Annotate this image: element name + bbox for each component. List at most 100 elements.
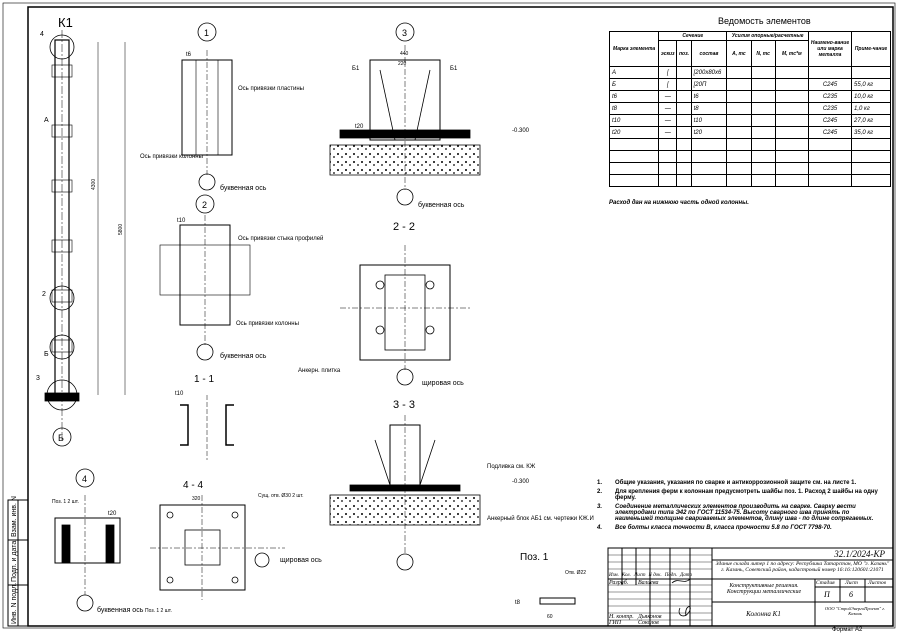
cell-material <box>808 150 852 163</box>
note-item: 4.Все болты класса точности В, класса пр… <box>597 525 887 531</box>
axis-joint-label: Ось привязки стыка профилей <box>238 235 323 242</box>
cell-material: С245 <box>808 126 852 139</box>
gip-label: ГИП <box>609 620 622 626</box>
cell-mark <box>608 162 660 175</box>
cell-note: 1,0 кг <box>851 102 891 115</box>
dim-part: 4300 <box>91 179 97 190</box>
cell-sketch: — <box>658 114 678 127</box>
cell-empty <box>676 78 692 91</box>
cell-empty <box>774 78 810 91</box>
cell-sketch <box>658 138 678 151</box>
cell-empty <box>774 162 810 175</box>
cell-note <box>851 150 891 163</box>
cell-comp: t8 <box>690 102 728 115</box>
callout-3: 3 <box>36 375 40 382</box>
sheets-header: Листов <box>868 580 887 586</box>
cell-material: С235 <box>808 90 852 103</box>
section-2-2: 2 - 2 щировая ось Анкерн. плитка <box>298 221 470 387</box>
cell-material: С235 <box>808 102 852 115</box>
cell-empty <box>676 90 692 103</box>
note-number: 1. <box>597 480 603 486</box>
stage-header: Стадия <box>816 580 835 586</box>
view-1-title: 1 <box>204 28 209 38</box>
axis-b-label: Б <box>58 433 64 443</box>
spec-table: Марка элемента Сечение Усилия опорные/ра… <box>608 31 891 187</box>
mark-b: Б <box>44 351 49 358</box>
axis-column-label-2: Ось привязки колонны <box>236 321 299 327</box>
cell-empty <box>774 102 810 115</box>
sign-label: Подп. и дата <box>11 541 18 582</box>
sheet-value: 6 <box>849 590 853 599</box>
grout-label: Подливка см. КЖ <box>487 464 536 470</box>
letter-axis-1: буквенная ось <box>220 184 267 192</box>
callout-2: 2 <box>42 291 46 298</box>
cell-sketch: — <box>658 126 678 139</box>
cell-empty <box>774 126 810 139</box>
col-date: Дата <box>680 573 692 578</box>
cell-note: 27,0 кг <box>851 114 891 127</box>
th-n: N, тс <box>750 40 776 67</box>
support-label: опорные <box>751 33 774 39</box>
cell-empty <box>750 138 776 151</box>
cell-sketch: — <box>658 90 678 103</box>
th-sketch: эскиз <box>658 40 678 67</box>
spec-footnote: Расход дан на нижнюю часть одной колонны… <box>609 200 749 206</box>
cell-note <box>851 174 891 187</box>
column-mark: К1 <box>58 15 73 30</box>
cell-note <box>851 138 891 151</box>
note-item: 2.Для крепления ферм к колоннам предусмо… <box>597 489 887 501</box>
spec-row <box>608 162 891 175</box>
letter-axis-4: буквенная ось <box>97 606 144 614</box>
cell-empty <box>726 138 752 151</box>
level-label-3: -0.300 <box>512 128 530 134</box>
th-forces: Усилия опорные/расчетные <box>726 31 809 41</box>
cell-empty <box>750 150 776 163</box>
design-label: расчетные <box>774 33 804 39</box>
view-1: 1 буквенная ось Ось привязки пластины Ос… <box>140 22 304 192</box>
pos1-title: Поз. 1 <box>520 552 549 563</box>
cell-comp: [200x80x6 <box>690 66 728 79</box>
cell-empty <box>774 150 810 163</box>
view-2: 2 буквенная ось Ось привязки стыка профи… <box>159 194 323 361</box>
cell-empty <box>750 126 776 139</box>
callout-4: 4 <box>40 31 44 38</box>
company: ООО "СтройЭнергоПроект" г. Казань <box>824 606 886 616</box>
col-kol: Кол. <box>621 573 631 578</box>
cell-sketch: [ <box>658 78 678 91</box>
dim-440: 440 <box>400 51 409 57</box>
forces-label: Усилия <box>731 33 750 39</box>
cell-comp <box>690 174 728 187</box>
hole22-label: Отв. Ø22 <box>565 570 586 576</box>
cell-empty <box>676 66 692 79</box>
note-number: 2. <box>597 489 603 495</box>
col-list: Лист <box>633 573 646 578</box>
nkontr-label: Н. контр. <box>609 614 634 620</box>
cell-empty <box>750 90 776 103</box>
th-m: M, тс*м <box>774 40 810 67</box>
t20-label-3: t20 <box>355 124 364 130</box>
cell-mark <box>608 138 660 151</box>
cell-empty <box>676 162 692 175</box>
view-4: 4 буквенная ось Поз. 1 2 шт. t20 <box>52 468 144 614</box>
razrab-label: Разраб. <box>609 580 629 586</box>
cell-empty <box>774 138 810 151</box>
razrab-name: Валиева <box>638 580 659 586</box>
cell-mark: Б <box>608 78 660 91</box>
cell-sketch <box>658 174 678 187</box>
t10-label-2: t10 <box>177 218 186 224</box>
inner-frame <box>27 6 894 627</box>
cell-sketch <box>658 150 678 163</box>
section-2-2-title: 2 - 2 <box>393 221 415 233</box>
cell-material <box>808 138 852 151</box>
col-izm: Изм. <box>609 573 619 578</box>
cell-mark: t8 <box>608 102 660 115</box>
pos1-label-44: Поз. 1 2 шт. <box>145 608 172 614</box>
section-1-1-title: 1 - 1 <box>194 374 214 385</box>
cell-empty <box>774 90 810 103</box>
t10-label-11: t10 <box>175 391 184 397</box>
th-note: Приме-чание <box>851 31 891 67</box>
